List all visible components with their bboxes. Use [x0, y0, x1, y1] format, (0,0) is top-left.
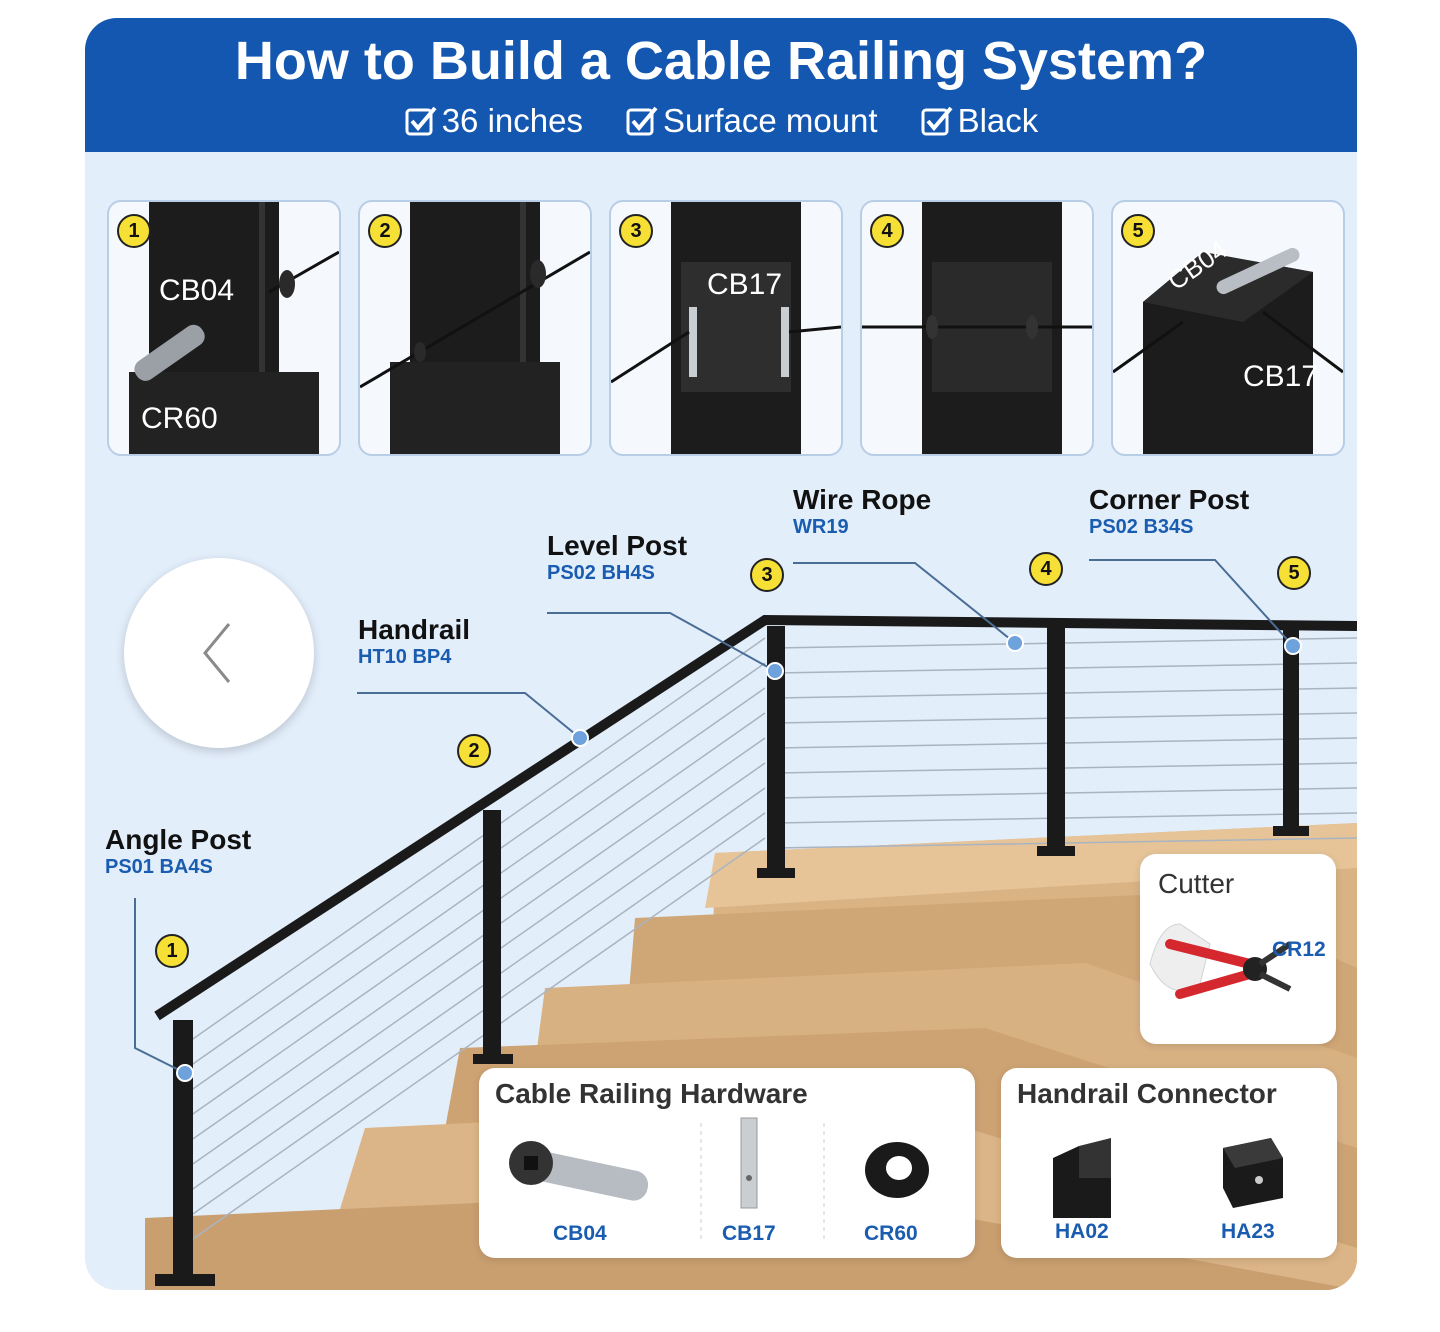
connector-title: Handrail Connector	[1017, 1078, 1277, 1109]
part-tag: CB17	[707, 268, 783, 301]
step-3: 3 CB17	[609, 200, 843, 456]
header-banner: How to Build a Cable Railing System? 36 …	[85, 18, 1357, 152]
marker-2: 2	[457, 734, 491, 768]
step-number: 4	[870, 214, 904, 248]
step-2: 2	[358, 200, 592, 456]
cb04-icon	[509, 1141, 649, 1201]
option-label: Surface mount	[662, 102, 878, 139]
hardware-code: CB17	[722, 1222, 776, 1245]
connector-code: HA23	[1221, 1220, 1275, 1243]
callout-name: Level Post	[547, 530, 688, 561]
step-number: 2	[368, 214, 402, 248]
page-title: How to Build a Cable Railing System?	[234, 31, 1208, 91]
marker-4: 4	[1029, 552, 1063, 586]
connector-code: HA02	[1055, 1220, 1109, 1243]
cutter-code: CR12	[1272, 938, 1326, 961]
step-number: 1	[117, 214, 151, 248]
callout-code: WR19	[793, 516, 849, 538]
option-color: Black	[920, 102, 1039, 140]
ha23-icon	[1223, 1138, 1283, 1208]
step-gallery: 1 CB04 CR60 2 3	[107, 200, 1345, 456]
callout-name: Corner Post	[1089, 484, 1250, 515]
checkbox-checked-icon	[626, 106, 658, 136]
ha02-icon	[1053, 1138, 1111, 1218]
cutter-title: Cutter	[1158, 868, 1235, 899]
callout-code: HT10 BP4	[358, 646, 452, 668]
post-illustration	[862, 202, 1092, 454]
part-tag: CB17	[1243, 360, 1319, 393]
callout-code: PS02 BH4S	[547, 562, 655, 584]
marker-5: 5	[1277, 556, 1311, 590]
callout-level-post: Level Post PS02 BH4S	[547, 530, 687, 585]
hardware-code: CR60	[864, 1222, 918, 1245]
option-mount: Surface mount	[625, 102, 878, 140]
hardware-code: CB04	[553, 1222, 607, 1245]
post-illustration	[129, 202, 339, 454]
checkbox-checked-icon	[921, 106, 953, 136]
infographic-card: How to Build a Cable Railing System? 36 …	[85, 18, 1357, 1290]
step-number: 5	[1121, 214, 1155, 248]
connector-panel: Handrail Connector HA02 HA23	[1001, 1068, 1337, 1258]
post-illustration	[611, 202, 841, 454]
marker-3: 3	[750, 558, 784, 592]
step-4: 4	[860, 200, 1094, 456]
cr60-icon	[865, 1142, 929, 1198]
marker-1: 1	[155, 934, 189, 968]
callout-code: PS01 BA4S	[105, 856, 213, 878]
hardware-title: Cable Railing Hardware	[495, 1078, 808, 1109]
callout-code: PS02 B34S	[1089, 516, 1194, 538]
callout-handrail: Handrail HT10 BP4	[358, 614, 470, 669]
hardware-illustrations	[509, 1117, 929, 1243]
post-illustration	[1113, 247, 1343, 454]
option-label: 36 inches	[441, 102, 583, 139]
callout-name: Handrail	[358, 614, 471, 645]
step-1: 1 CB04 CR60	[107, 200, 341, 456]
option-label: Black	[957, 102, 1039, 139]
hardware-panel: Cable Railing Hardware CB04 CB17 CR60	[479, 1068, 975, 1258]
part-tag: CB04	[159, 274, 235, 307]
callout-name: Wire Rope	[793, 484, 932, 515]
step-5: 5 CB04 CB17	[1111, 200, 1345, 456]
chevron-left-icon	[203, 623, 231, 683]
step-number: 3	[619, 214, 653, 248]
cutter-icon	[1149, 923, 1292, 999]
checkbox-checked-icon	[405, 106, 437, 136]
option-list: 36 inches Surface mount Black	[85, 102, 1357, 140]
back-button[interactable]	[124, 558, 314, 748]
cutter-panel: Cutter CR12	[1140, 854, 1336, 1044]
option-height: 36 inches	[404, 102, 583, 140]
callout-name: Angle Post	[105, 824, 252, 855]
callout-angle-post: Angle Post PS01 BA4S	[105, 824, 251, 879]
cb17-icon	[740, 1117, 758, 1209]
connector-illustrations	[1053, 1138, 1283, 1218]
part-tag: CR60	[141, 402, 218, 435]
post-illustration	[360, 202, 590, 454]
callout-corner-post: Corner Post PS02 B34S	[1089, 484, 1249, 539]
callout-wire-rope: Wire Rope WR19	[793, 484, 931, 539]
